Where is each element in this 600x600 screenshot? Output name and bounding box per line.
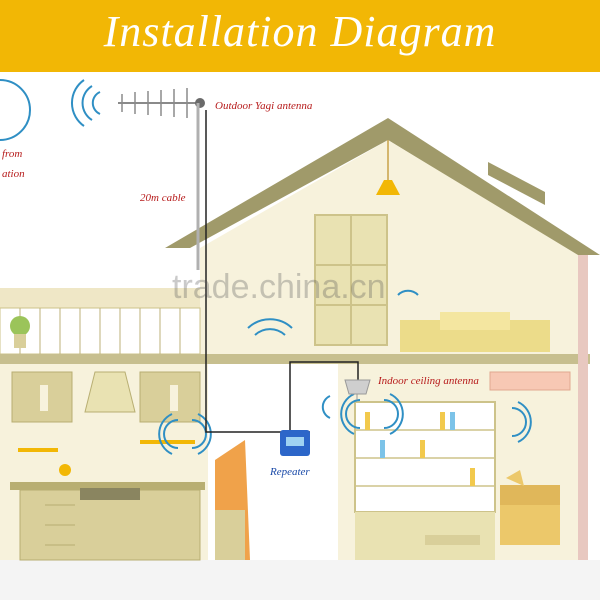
- page-title: Installation Diagram: [103, 7, 497, 56]
- outdoor-antenna-label: Outdoor Yagi antenna: [215, 100, 313, 112]
- chimney: [488, 162, 545, 205]
- wifi-signal-icon: [340, 393, 532, 443]
- repeater-device-icon: [280, 430, 310, 456]
- sofa-icon: [500, 485, 560, 545]
- ceiling-antenna-icon: [344, 379, 371, 400]
- yagi-antenna-icon: [118, 88, 205, 270]
- watermark: trade.china.cn: [172, 268, 386, 306]
- coffee-table: [425, 535, 480, 545]
- title-banner: Installation Diagram: [0, 0, 600, 72]
- ground: [0, 560, 600, 600]
- range-hood: [84, 371, 136, 413]
- attic-wall: [200, 140, 578, 355]
- house-diagram: [0, 79, 600, 600]
- indoor-antenna-label: Indoor ceiling antenna: [378, 375, 479, 387]
- wifi-signal-icon: [247, 289, 419, 336]
- house-pillar: [578, 255, 588, 560]
- lamp-icon: [376, 140, 400, 195]
- balcony-top: [0, 288, 200, 308]
- roof: [165, 118, 600, 255]
- base-station-label-1: from: [2, 148, 23, 160]
- air-conditioner: [489, 371, 571, 391]
- plant-icon: [10, 316, 30, 348]
- floor-slab: [0, 354, 590, 364]
- wifi-signal-icon: [71, 79, 101, 127]
- repeater-label: Repeater: [270, 466, 310, 478]
- cable-line: [205, 110, 288, 433]
- floor-lamp: [506, 470, 524, 486]
- cable-label: 20m cable: [140, 192, 186, 204]
- wifi-signal-icon: [158, 413, 212, 455]
- stove: [80, 488, 140, 500]
- wifi-signal-icon: [321, 395, 331, 419]
- base-station-label-2: ation: [2, 168, 25, 180]
- base-station-icon: [0, 79, 31, 141]
